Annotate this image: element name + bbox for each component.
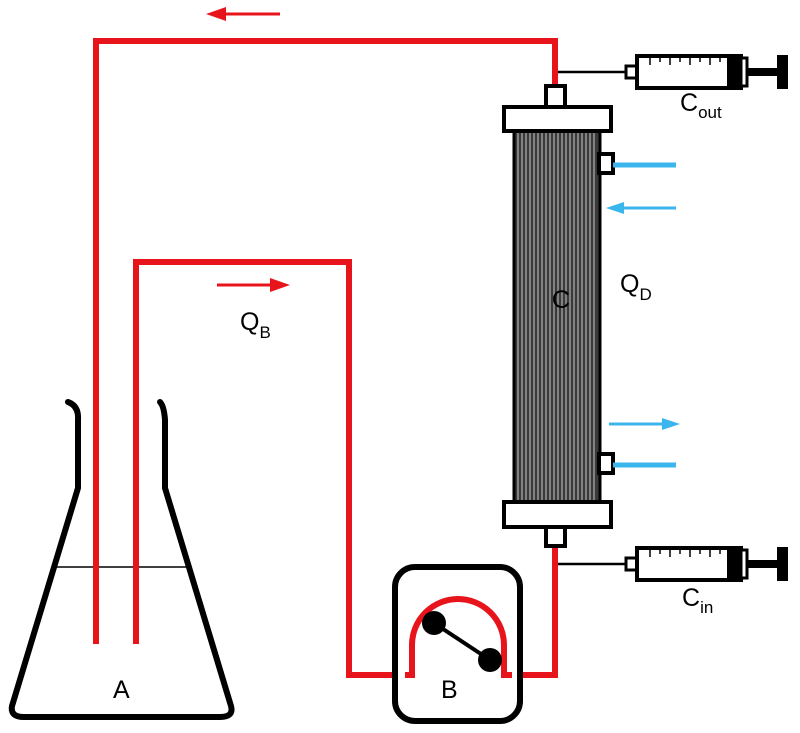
flask-label: A xyxy=(113,676,130,704)
dialysate-flow-label-sub: D xyxy=(639,285,651,304)
dialyzer-bottom-cap xyxy=(502,500,613,529)
sample-port-inlet xyxy=(558,546,788,582)
blood-flow-arrow xyxy=(217,278,290,292)
outlet-sample-label-main: C xyxy=(680,89,698,117)
blood-flow-label: QB xyxy=(240,308,271,342)
peristaltic-pump xyxy=(392,564,523,724)
outlet-sample-label-sub: out xyxy=(698,103,722,122)
dialysate-port-upper xyxy=(597,152,615,175)
dialyzer-bottom-nozzle xyxy=(544,525,567,548)
dialysate-flow-label-main: Q xyxy=(620,270,639,298)
dialyzer-fibers xyxy=(517,131,595,502)
inlet-sample-label-sub: in xyxy=(700,598,713,617)
pump-roller xyxy=(478,648,502,672)
pump-label: B xyxy=(441,676,458,704)
dialyzer-label: C xyxy=(552,286,570,314)
pump-tube-loop xyxy=(405,596,512,678)
dialysate-flow xyxy=(606,162,680,468)
return-tube xyxy=(93,38,558,644)
flask xyxy=(8,399,235,720)
dialysate-port-lower xyxy=(597,452,615,475)
pump-housing xyxy=(392,564,523,724)
pump-roller xyxy=(422,611,446,635)
blood-flow-label-main: Q xyxy=(240,308,259,336)
sample-port-outlet xyxy=(558,54,788,90)
inlet-sample-label-main: C xyxy=(682,584,700,612)
supply-tube xyxy=(133,259,405,678)
flask-outline xyxy=(8,399,235,720)
dialyzer xyxy=(502,84,615,548)
dialysate-in-arrow xyxy=(606,202,676,214)
syringe-icon xyxy=(624,546,788,582)
inlet-sample-label: Cin xyxy=(682,584,713,617)
dialyzer-top-cap xyxy=(502,105,613,133)
syringe-icon xyxy=(624,54,788,90)
dialysate-out-arrow xyxy=(609,418,680,430)
outlet-sample-label: Cout xyxy=(680,89,722,122)
pump-outlet-tube xyxy=(512,545,558,678)
return-flow-arrow xyxy=(206,7,280,21)
dialyzer-body xyxy=(512,125,602,506)
dialysate-flow-label: QD xyxy=(620,270,652,304)
blood-flow-label-sub: B xyxy=(259,323,270,342)
dialyzer-top-nozzle xyxy=(544,84,567,109)
